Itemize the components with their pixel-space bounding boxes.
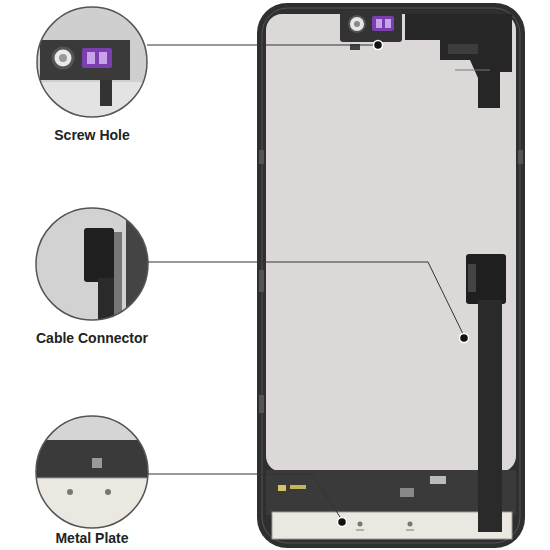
leader-line (147, 45, 464, 520)
screen-assembly (257, 3, 525, 548)
leader-dot (338, 41, 469, 527)
zoom-circle (30, 410, 160, 540)
part-label: Cable Connector (36, 330, 148, 346)
part-label: Screw Hole (54, 127, 129, 143)
part-label: Metal Plate (55, 530, 128, 546)
zoom-circle (30, 0, 160, 130)
zoom-circle (30, 200, 166, 338)
